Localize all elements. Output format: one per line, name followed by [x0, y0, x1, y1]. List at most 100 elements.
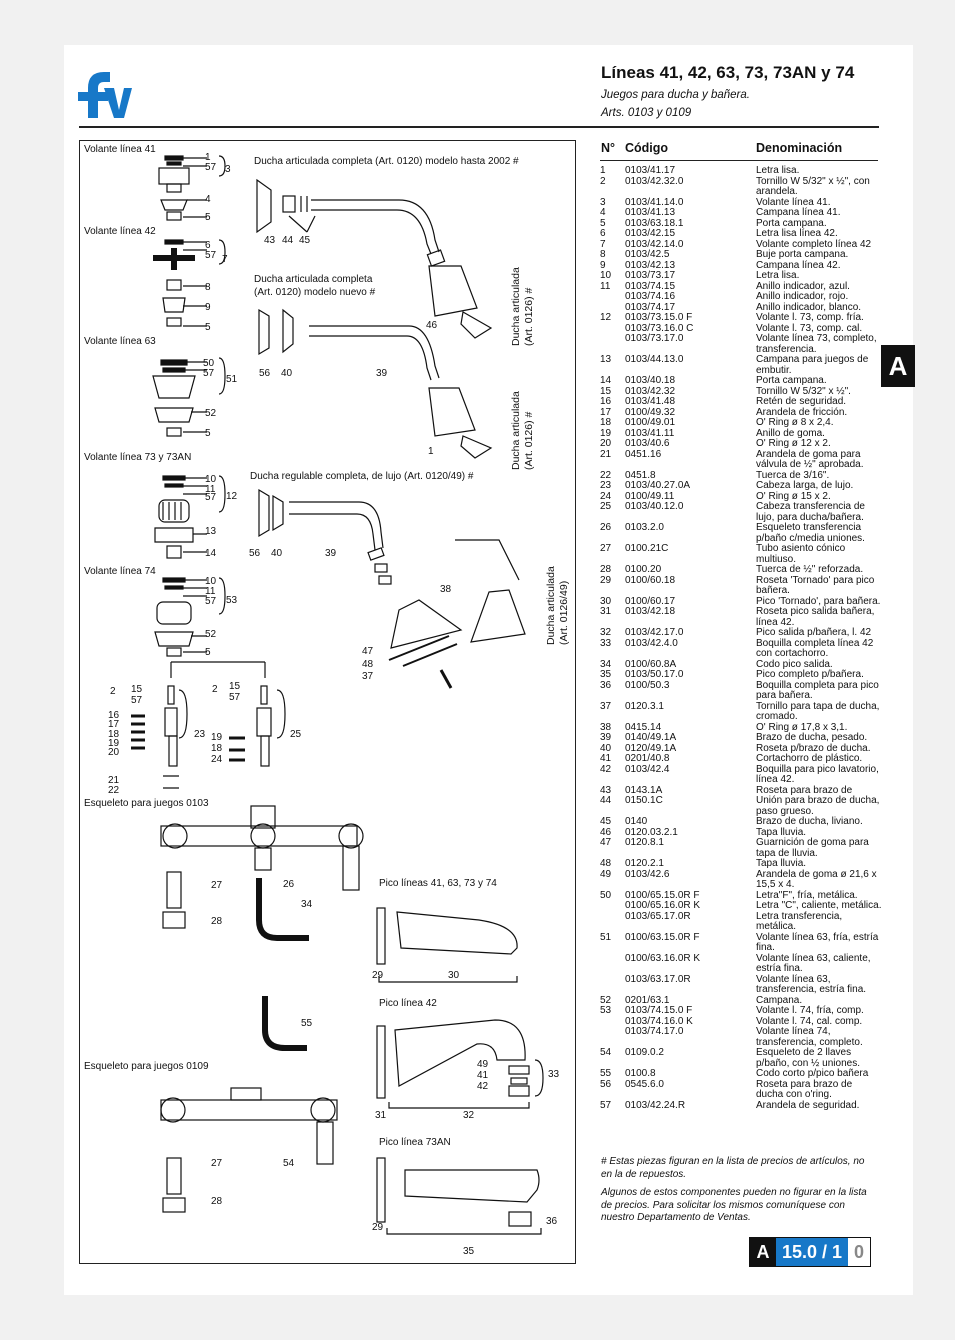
page-subtitle: Juegos para ducha y bañera. — [601, 89, 750, 101]
part-code: 0103/42.4 — [625, 763, 670, 775]
part-number: 38 — [600, 721, 612, 733]
part-description: Roseta 'Tornado' para pico bañera. — [756, 574, 875, 596]
part-code: 0103/50.17.0 — [625, 669, 684, 680]
part-description: Volante l. 74, cal. comp. — [756, 1015, 863, 1027]
label-pico-42: Pico línea 42 — [379, 998, 437, 1009]
label-volante-41: Volante línea 41 — [84, 144, 156, 155]
part-description: Tapa lluvia. — [756, 858, 807, 869]
part-number: 13 — [600, 354, 612, 365]
part-description: Anillo de goma. — [756, 427, 825, 439]
part-code: 0120.8.1 — [625, 837, 664, 848]
part-description: Letra lisa línea 42. — [756, 228, 838, 239]
part-code: 0120.3.1 — [625, 700, 664, 712]
part-number: 7 — [600, 238, 606, 250]
part-number: 11 — [600, 280, 611, 292]
part-number: 52 — [600, 994, 612, 1006]
part-code: 0103/41.14.0 — [625, 196, 684, 208]
part-description: Campana. — [756, 994, 803, 1006]
col-desc-header: Denominación — [756, 141, 843, 155]
part-number: 4 — [600, 207, 606, 218]
part-description: Tornillo W 5/32" x ½", con arandela. — [756, 175, 870, 197]
part-code: 0100/60.17 — [625, 595, 676, 607]
part-code: 0100/60.8A — [625, 658, 677, 670]
part-number: 26 — [600, 522, 612, 533]
part-description: Volante línea 73, completo, transferenci… — [756, 333, 877, 355]
part-code: 0103/42.13 — [625, 259, 676, 271]
part-number: 10 — [600, 270, 612, 281]
part-description: Buje porta campana. — [756, 249, 849, 260]
part-code: 0120.03.2.1 — [625, 826, 678, 838]
part-description: Esqueleto de 2 llaves p/baño, con ½ unio… — [756, 1047, 860, 1069]
note-availability: Algunos de estos componentes pueden no f… — [601, 1187, 867, 1223]
table-row: 46 0120.03.2.1 Tapa lluvia. — [600, 826, 890, 839]
part-code: 0103/42.17.0 — [625, 627, 684, 638]
part-code: 0451.8 — [625, 469, 656, 481]
part-description: Cabeza larga, de lujo. — [756, 480, 854, 491]
part-number: 23 — [600, 480, 612, 491]
part-number: 45 — [600, 816, 612, 827]
part-number: 50 — [600, 889, 612, 901]
part-code: 0103/73.15.0 F — [625, 312, 693, 323]
part-code: 0150.1C — [625, 795, 663, 806]
part-description: Anillo indicador, blanco. — [756, 301, 862, 313]
part-description: Letra transferencia, metálica. — [756, 910, 843, 932]
part-number: 42 — [600, 763, 612, 775]
page-number-badge: A 15.0 / 1 0 — [749, 1237, 872, 1267]
part-number: 56 — [600, 1078, 612, 1090]
part-description: Boquilla para pico lavatorio, línea 42. — [756, 763, 879, 785]
fv-logo — [78, 72, 132, 118]
part-code: 0143.1A — [625, 784, 663, 796]
part-description: Tubo asiento cónico multiuso. — [756, 543, 846, 565]
part-code: 0103/41.11 — [625, 427, 675, 439]
part-number: 1 — [600, 165, 606, 176]
part-number: 46 — [600, 826, 612, 838]
label-volante-73: Volante línea 73 y 73AN — [84, 452, 192, 463]
part-number: 48 — [600, 858, 612, 869]
part-code: 0103/65.17.0R — [625, 910, 691, 922]
part-number: 17 — [600, 406, 612, 418]
part-number: 27 — [600, 543, 612, 554]
part-description: Tapa lluvia. — [756, 826, 807, 838]
part-number: 36 — [600, 679, 612, 691]
part-number: 47 — [600, 837, 612, 848]
part-description: Pico completo p/bañera. — [756, 669, 864, 680]
part-number: 16 — [600, 396, 612, 407]
part-description: Letra lisa. — [756, 270, 800, 281]
part-description: Volante línea 63, caliente, estría fina. — [756, 952, 871, 974]
part-code: 0103/73.16.0 C — [625, 322, 694, 334]
part-description: Roseta para brazo de — [756, 784, 853, 796]
part-description: Pico salida p/bañera, l. 42 — [756, 627, 872, 638]
part-number: 41 — [600, 753, 612, 764]
part-number: 29 — [600, 574, 612, 586]
part-description: Porta campana. — [756, 217, 827, 229]
part-code: 0545.6.0 — [625, 1078, 664, 1090]
part-code: 0415.14 — [625, 721, 662, 733]
part-number: 5 — [600, 217, 606, 229]
part-code: 0103/74.15.0 F — [625, 1005, 693, 1016]
part-description: Boquilla completa para pico para bañera. — [756, 679, 879, 701]
part-code: 0100/49.01 — [625, 417, 676, 428]
label-volante-74: Volante línea 74 — [84, 566, 156, 577]
part-description: Volante completo línea 42 — [756, 238, 872, 250]
